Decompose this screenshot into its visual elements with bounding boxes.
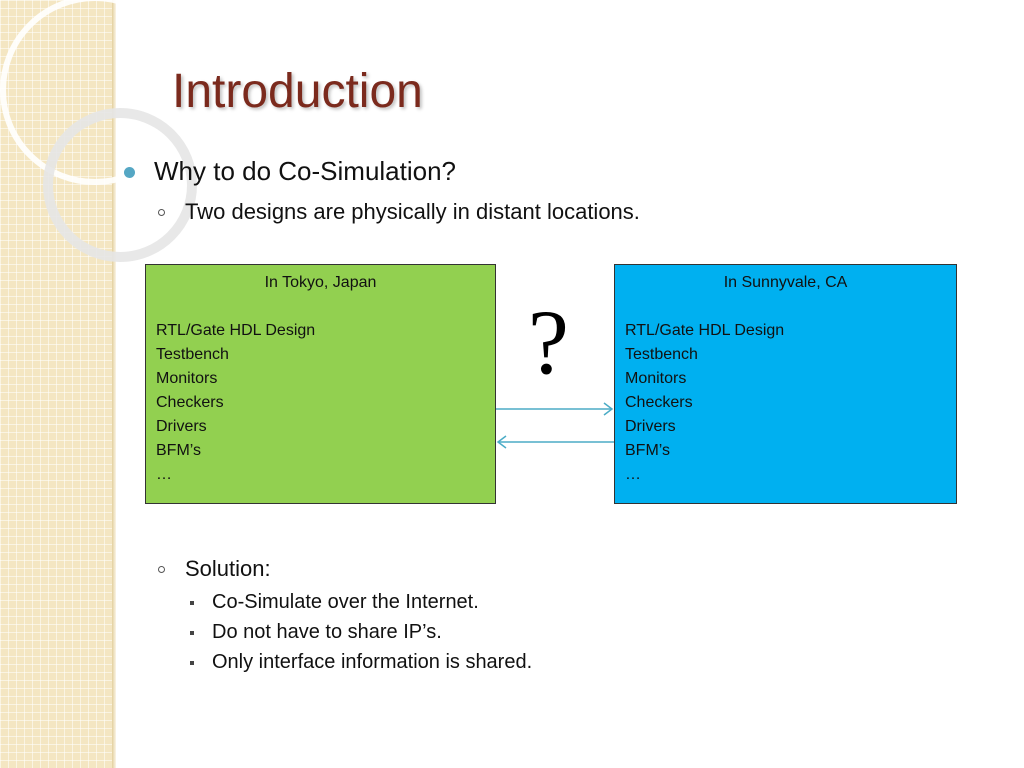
sunnyvale-item: RTL/Gate HDL Design [625,322,785,339]
connection-arrows [496,402,614,449]
tokyo-item: RTL/Gate HDL Design [156,322,316,339]
sub-bullet-ring-icon [158,566,165,573]
decorative-side-strip [0,0,112,768]
question-mark: ? [528,291,569,393]
solution-point-internet: Co-Simulate over the Internet. [212,591,479,613]
tokyo-design-box: In Tokyo, Japan RTL/Gate HDL Design Test… [145,264,496,504]
decorative-rings [0,0,197,262]
tokyo-box-list: RTL/Gate HDL Design Testbench Monitors C… [156,319,495,487]
tokyo-item: Checkers [156,394,224,411]
side-strip-edge [112,0,116,768]
sunnyvale-box-list: RTL/Gate HDL Design Testbench Monitors C… [625,319,956,487]
bullet-why-cosim: Why to do Co-Simulation? [154,156,457,186]
sunnyvale-item: Checkers [625,394,693,411]
sub-sub-bullet-icon [190,601,194,605]
bullet-solution: Solution: [185,556,271,581]
sunnyvale-design-box: In Sunnyvale, CA RTL/Gate HDL Design Tes… [614,264,957,504]
sub-bullet-ring-icon [158,209,165,216]
sunnyvale-item: Drivers [625,418,676,435]
sub-sub-bullet-icon [190,631,194,635]
slide-title: Introduction [172,65,423,118]
tokyo-item: Testbench [156,346,229,363]
bullet-dot-icon [124,167,135,178]
tokyo-item: Drivers [156,418,207,435]
sunnyvale-item: … [625,466,641,483]
tokyo-item: … [156,466,172,483]
sunnyvale-box-title: In Sunnyvale, CA [723,274,848,291]
bullet-distant-locations: Two designs are physically in distant lo… [185,199,640,224]
sunnyvale-item: Monitors [625,370,687,387]
tokyo-item: BFM’s [156,442,202,459]
sunnyvale-item: Testbench [625,346,698,363]
sunnyvale-item: BFM’s [625,442,671,459]
arrow-to-sunnyvale-head [603,402,614,416]
tokyo-box-title: In Tokyo, Japan [264,274,377,291]
tokyo-item: Monitors [156,370,218,387]
arrow-to-tokyo-head [496,435,507,449]
sub-sub-bullet-icon [190,661,194,665]
solution-point-interface: Only interface information is shared. [212,651,533,673]
solution-point-ip: Do not have to share IP’s. [212,621,442,643]
